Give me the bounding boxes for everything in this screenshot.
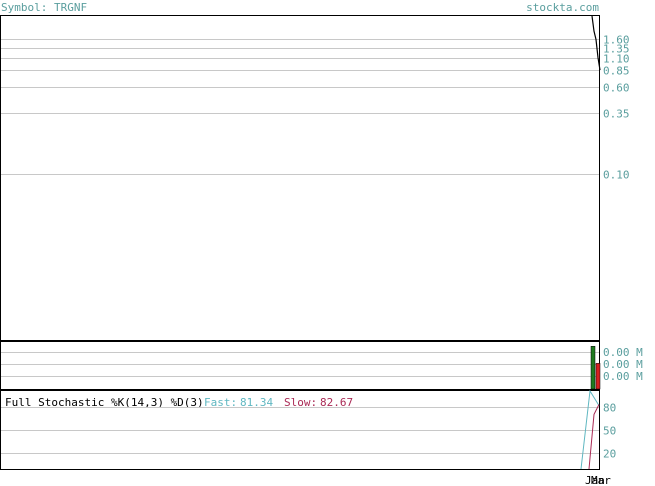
stochastic-series (580, 389, 600, 470)
price-tick-label: 0.35 (603, 108, 630, 121)
stochastic-slow-label: Slow: (284, 396, 317, 409)
stochastic-panel-frame (0, 390, 600, 470)
price-tick-label: 1.35 (603, 43, 630, 56)
price-line (591, 15, 601, 71)
stochastic-title: Full Stochastic %K(14,3) %D(3) (5, 396, 204, 409)
volume-tick-label: 0.00 M (603, 370, 643, 383)
price-tick-label: 0.10 (603, 169, 630, 182)
volume-panel: 0.00 M0.00 M0.00 M (0, 341, 643, 390)
x-tick-label: Mar (591, 474, 611, 486)
price-y-axis: 1.601.351.100.85 0.60 0.35 0.10 (603, 34, 630, 182)
volume-bar (590, 346, 596, 390)
price-panel: 1.601.351.100.85 0.60 0.35 0.10 (0, 15, 630, 341)
stochastic-tick-label: 20 (603, 448, 616, 461)
price-series (591, 15, 601, 71)
site-label: stockta.com (526, 1, 599, 14)
volume-tick-label: 0.00 M (603, 346, 643, 359)
stochastic-fast-label: Fast: (204, 396, 237, 409)
price-tick-label: 1.60 (603, 34, 630, 47)
stochastic-tick-label: 50 (603, 425, 616, 438)
price-tick-label: 0.60 (603, 82, 630, 95)
price-grid (1, 39, 599, 175)
stochastic-slow-value: 82.67 (320, 396, 353, 409)
stochastic-y-axis: 80 50 20 (603, 402, 616, 461)
symbol-label: Symbol: TRGNF (1, 1, 87, 14)
price-panel-frame (0, 15, 600, 341)
stochastic-panel: Full Stochastic %K(14,3) %D(3) Fast: 81.… (0, 389, 616, 470)
stochastic-tick-label: 80 (603, 402, 616, 415)
volume-grid (1, 352, 599, 377)
stochastic-grid (1, 407, 599, 454)
volume-panel-frame (0, 341, 600, 390)
price-tick-label: 1.10 (603, 53, 630, 66)
volume-tick-label: 0.00 M (603, 358, 643, 371)
volume-bars (590, 346, 601, 390)
volume-y-axis: 0.00 M0.00 M0.00 M (603, 346, 643, 383)
stochastic-slow-line (588, 404, 600, 470)
x-tick-label: Jan (585, 474, 605, 486)
stochastic-fast-value: 81.34 (240, 396, 273, 409)
volume-bar (595, 363, 601, 390)
price-tick-label: 0.85 (603, 65, 630, 78)
stochastic-fast-line (580, 389, 600, 470)
